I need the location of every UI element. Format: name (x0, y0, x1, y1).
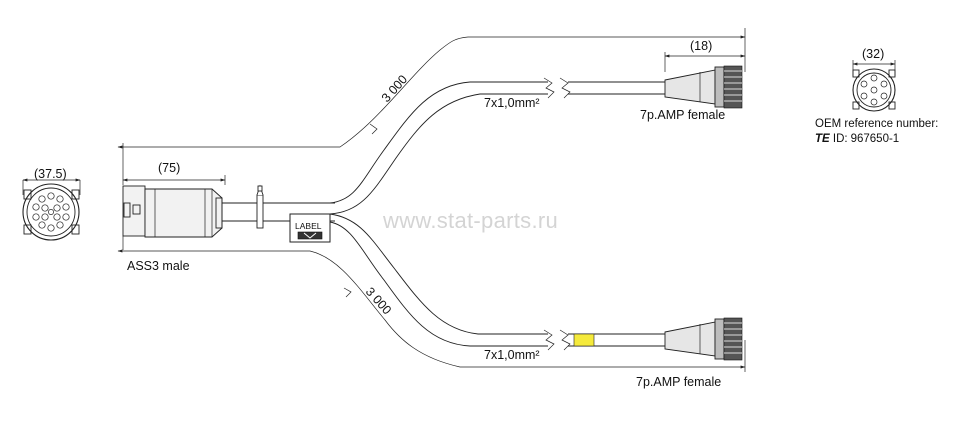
oem-brand: TE (815, 133, 830, 145)
left-connector-name: ASS3 male (127, 259, 190, 273)
left-length-label: (75) (158, 161, 180, 175)
upper-connector-name: 7p.AMP female (640, 108, 725, 122)
cable-tie (256, 184, 264, 229)
right-diameter-label: (32) (862, 47, 884, 61)
left-diameter-label: (37.5) (34, 167, 67, 181)
left-connector-face: (37.5) (22, 167, 81, 241)
oem-id-label: ID: (830, 133, 848, 145)
oem-id-line: TE ID:967650-1 (815, 133, 899, 145)
oem-id-value: 967650-1 (851, 133, 900, 145)
upper-branch: 7x1,0mm² 3 000 (18) 7p.AMP female (117, 28, 746, 215)
lower-wire-spec: 7x1,0mm² (484, 348, 540, 362)
upper-length-label: 3 000 (379, 72, 410, 105)
label-tag-text: LABEL (295, 221, 322, 231)
watermark: www.stat-parts.ru (382, 208, 558, 233)
lower-branch: 7x1,0mm² 3 000 7p.AMP female (117, 213, 746, 389)
lower-connector-name: 7p.AMP female (636, 375, 721, 389)
upper-connector-length-label: (18) (690, 39, 712, 53)
oem-heading: OEM reference number: (815, 118, 938, 130)
left-connector-body: (75) ASS3 male (122, 143, 226, 273)
right-connector-face: (32) OEM reference number: TE ID:967650-… (815, 47, 938, 145)
yellow-marker (573, 333, 595, 347)
upper-wire-spec: 7x1,0mm² (484, 96, 540, 110)
label-tag: LABEL (289, 213, 331, 243)
